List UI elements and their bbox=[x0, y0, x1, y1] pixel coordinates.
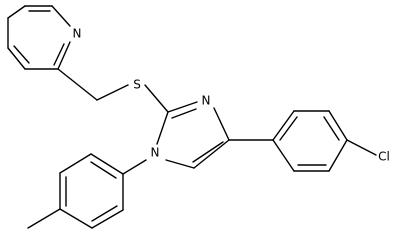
n1-aryl-bond bbox=[122, 159, 147, 175]
bond bbox=[272, 139, 295, 172]
bond bbox=[165, 159, 195, 169]
bond bbox=[213, 107, 230, 141]
bond bbox=[279, 116, 298, 141]
bond bbox=[90, 153, 124, 175]
bond bbox=[156, 111, 169, 145]
bond bbox=[7, 5, 26, 19]
bond bbox=[272, 110, 295, 141]
chlorophenyl-ring bbox=[272, 110, 348, 172]
c-cl-bond bbox=[346, 139, 377, 156]
bond bbox=[59, 153, 92, 174]
methyl-bond bbox=[27, 208, 61, 229]
s-c2-bond bbox=[144, 84, 169, 113]
bond bbox=[7, 47, 26, 70]
bond bbox=[90, 161, 117, 179]
bond bbox=[59, 208, 93, 229]
bond bbox=[171, 108, 197, 119]
atom-label-sulfur: S bbox=[133, 78, 141, 92]
atom-label-pyridine-n: N bbox=[73, 27, 82, 41]
tolyl-ring bbox=[59, 153, 124, 229]
bond bbox=[53, 43, 65, 66]
bond bbox=[57, 41, 71, 70]
bond bbox=[91, 205, 118, 222]
imidazole-ring bbox=[156, 101, 230, 169]
bond bbox=[323, 116, 340, 141]
atom-label-chlorine: Cl bbox=[378, 150, 390, 164]
ch2-s-bond bbox=[96, 84, 129, 101]
bond bbox=[328, 139, 348, 172]
bond bbox=[167, 101, 198, 113]
pyridine-ring bbox=[7, 5, 71, 70]
bond bbox=[91, 209, 124, 229]
bond bbox=[13, 45, 30, 64]
bond bbox=[51, 5, 71, 27]
bond bbox=[328, 110, 348, 141]
bond bbox=[192, 141, 224, 163]
bond bbox=[193, 139, 230, 169]
atom-label-imidazole-n1: N bbox=[151, 146, 160, 160]
methylene-bond bbox=[57, 68, 98, 101]
atom-label-imidazole-n3: N bbox=[202, 94, 211, 108]
